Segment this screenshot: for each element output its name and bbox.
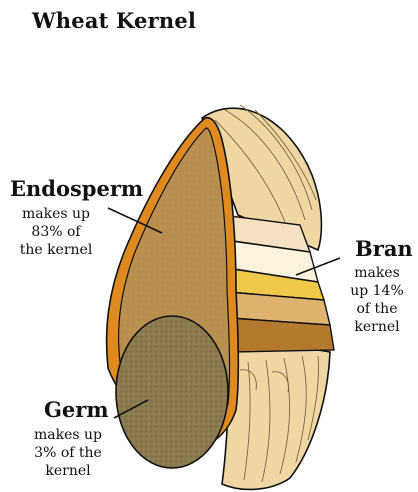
endosperm-label: Endosperm bbox=[10, 176, 143, 201]
bran-label: Bran bbox=[355, 236, 413, 261]
endosperm-description: makes up 83% of the kernel bbox=[18, 205, 94, 259]
germ-label: Germ bbox=[44, 397, 109, 422]
bran-description: makes up 14% of the kernel bbox=[344, 264, 410, 336]
germ bbox=[116, 316, 228, 468]
germ-description: makes up 3% of the kernel bbox=[28, 426, 108, 480]
